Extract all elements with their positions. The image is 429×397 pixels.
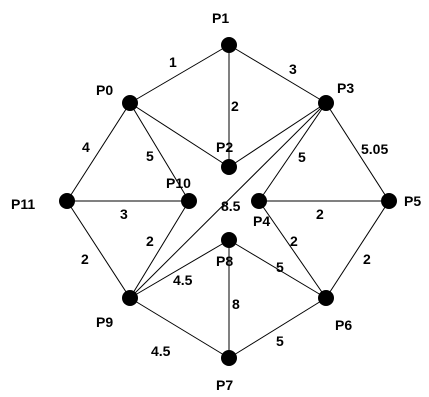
edge-weight-p0-p1: 1 bbox=[169, 54, 177, 70]
edge-p10-p9 bbox=[129, 200, 190, 299]
node-label-p4: P4 bbox=[253, 213, 270, 229]
edge-weight-p4-p5: 2 bbox=[316, 206, 324, 222]
edge-weight-p9-p7: 4.5 bbox=[151, 343, 171, 359]
edge-p8-p9 bbox=[129, 239, 230, 299]
edge-weight-p3-p4: 5 bbox=[298, 149, 306, 165]
node-p7 bbox=[221, 350, 237, 366]
node-p3 bbox=[318, 95, 334, 111]
edge-p5-p6 bbox=[325, 200, 390, 299]
node-label-p0: P0 bbox=[96, 82, 113, 98]
edge-p0-p1 bbox=[129, 44, 230, 104]
edge-weight-p8-p7: 8 bbox=[232, 296, 240, 312]
edge-weight-p0-p10: 5 bbox=[146, 148, 154, 164]
edge-p0-p11 bbox=[66, 102, 131, 202]
edges-layer bbox=[66, 44, 390, 359]
edge-p3-p4 bbox=[258, 102, 327, 202]
edge-weights-layer: 1 3 2 4 5 5 5.05 8.5 3 2 2 2 2 2 4.5 5 8 4.5 5 bbox=[81, 54, 388, 359]
edge-p4-p6 bbox=[258, 200, 327, 299]
edge-p0-p2 bbox=[129, 102, 230, 168]
node-p6 bbox=[318, 290, 334, 306]
edge-weight-p11-p9: 2 bbox=[81, 251, 89, 267]
node-label-p11: P11 bbox=[11, 196, 35, 212]
edge-weight-p0-p11: 4 bbox=[82, 139, 90, 155]
edge-p9-p7 bbox=[129, 297, 230, 359]
node-label-p1: P1 bbox=[212, 10, 229, 26]
node-label-p7: P7 bbox=[216, 377, 233, 393]
edge-weight-p1-p3: 3 bbox=[289, 61, 297, 77]
node-label-p3: P3 bbox=[337, 80, 354, 96]
edge-p3-p5 bbox=[325, 102, 390, 202]
edge-weight-p4-p6: 2 bbox=[290, 233, 298, 249]
edge-weight-p6-p7: 5 bbox=[276, 333, 284, 349]
edge-weight-p3-p5: 5.05 bbox=[361, 141, 388, 157]
node-p11 bbox=[59, 193, 75, 209]
node-label-p9: P9 bbox=[96, 314, 113, 330]
node-label-p10: P10 bbox=[166, 175, 191, 191]
edge-p3-p2 bbox=[228, 102, 327, 168]
edge-p0-p10 bbox=[129, 102, 190, 202]
edge-weight-p3-p9: 8.5 bbox=[221, 198, 241, 214]
node-p2 bbox=[221, 159, 237, 175]
node-label-p5: P5 bbox=[404, 193, 421, 209]
edge-p1-p3 bbox=[228, 44, 327, 104]
node-p5 bbox=[381, 193, 397, 209]
node-label-p8: P8 bbox=[216, 253, 233, 269]
node-label-p6: P6 bbox=[335, 317, 352, 333]
edge-p3-p9 bbox=[129, 102, 327, 299]
edge-weight-p1-p2: 2 bbox=[231, 98, 239, 114]
edge-weight-p8-p6: 5 bbox=[276, 259, 284, 275]
edge-p8-p6 bbox=[228, 239, 327, 299]
node-p0 bbox=[122, 95, 138, 111]
node-p9 bbox=[122, 290, 138, 306]
edge-weight-p10-p9: 2 bbox=[146, 233, 154, 249]
node-p8 bbox=[221, 232, 237, 248]
node-label-p2: P2 bbox=[216, 139, 233, 155]
node-p4 bbox=[251, 193, 267, 209]
edge-weight-p8-p9: 4.5 bbox=[173, 272, 193, 288]
node-p10 bbox=[181, 193, 197, 209]
edge-p11-p9 bbox=[66, 200, 131, 299]
edge-weight-p11-p10: 3 bbox=[120, 206, 128, 222]
edge-p6-p7 bbox=[228, 297, 327, 359]
nodes-layer bbox=[59, 37, 397, 366]
node-p1 bbox=[221, 37, 237, 53]
edge-weight-p5-p6: 2 bbox=[363, 251, 371, 267]
